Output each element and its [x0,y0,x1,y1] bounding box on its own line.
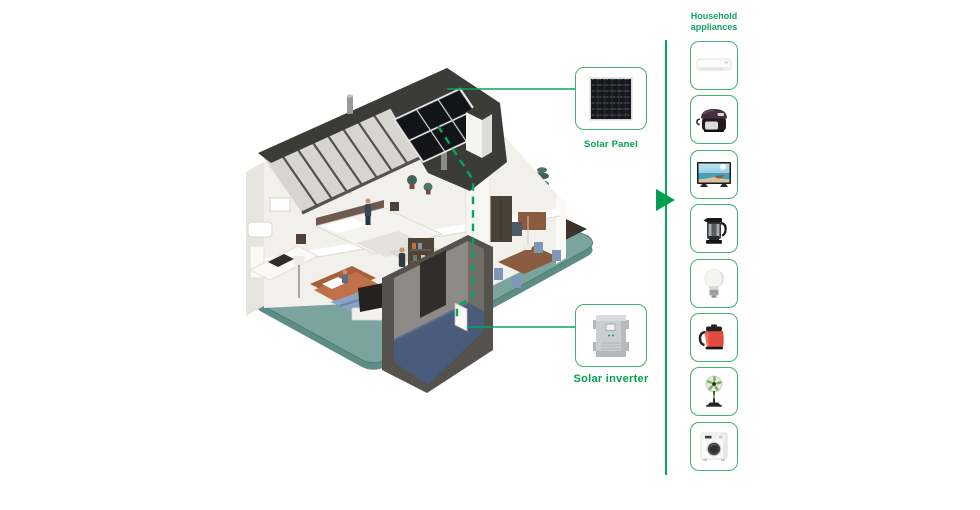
kitchen [248,245,320,281]
television-icon [697,162,731,188]
floor-lamp [293,256,305,298]
left-gable-wall [246,162,264,316]
desk [518,212,546,230]
appliance-box-air-conditioner [690,41,738,90]
flow-arrow-icon [656,189,675,211]
nightstand [296,234,306,244]
sofa-pillow [322,277,348,289]
bathtub [247,221,273,238]
person-standing-bedroom [364,198,372,225]
solar-panel-label: Solar Panel [584,139,638,150]
chimney [466,106,492,158]
roof-vent [347,94,353,114]
distribution-line [665,40,667,475]
person-sitting-sofa [342,269,348,284]
basement [382,235,493,393]
energy-flow-dashed-line [436,125,475,322]
household-appliances-title: Household appliances [690,11,738,32]
house-illustration [246,68,593,393]
dining-chair [534,242,543,253]
pedestal-fan-icon [705,375,723,407]
dining-chair [494,268,503,280]
dining-table [498,246,560,274]
coffee-maker-icon [703,217,727,244]
appliance-box-television [690,149,738,199]
appliance-box-washing-machine [690,421,738,471]
appliance-box-light-bulb [690,258,738,308]
appliances-list [690,41,738,471]
bathroom [247,197,291,238]
person-standing-living-room [398,247,406,267]
mirror [269,197,291,212]
electric-kettle-icon [698,324,724,350]
solar-panel-icon [589,77,633,120]
appliance-box-pedestal-fan [690,367,738,417]
blanket [356,231,428,257]
roof [258,68,507,215]
dining-chair [552,250,561,261]
potted-plants [407,175,433,195]
basement-right-wall [468,241,484,311]
basement-door [420,250,446,318]
desk-chair [512,222,522,236]
appliance-box-electric-kettle [690,312,738,362]
cooktop [268,254,294,267]
solar-inverter-label: Solar inverter [573,373,649,385]
solar-inverter-callout-box [575,304,647,367]
appliance-box-rice-cooker [690,95,738,145]
light-bulb-icon [704,268,724,298]
appliance-box-coffee-maker [690,204,738,254]
rice-cooker-icon [696,108,727,132]
pillows [322,218,368,233]
nightstand [390,202,399,211]
air-conditioner-icon [696,58,732,71]
pendant-lamp [523,244,533,250]
solar-inverter-icon [593,314,629,357]
dining-chair [512,276,521,288]
dining-area [494,216,561,288]
solar-panel-callout-box [575,67,647,130]
washing-machine-icon [700,432,728,462]
